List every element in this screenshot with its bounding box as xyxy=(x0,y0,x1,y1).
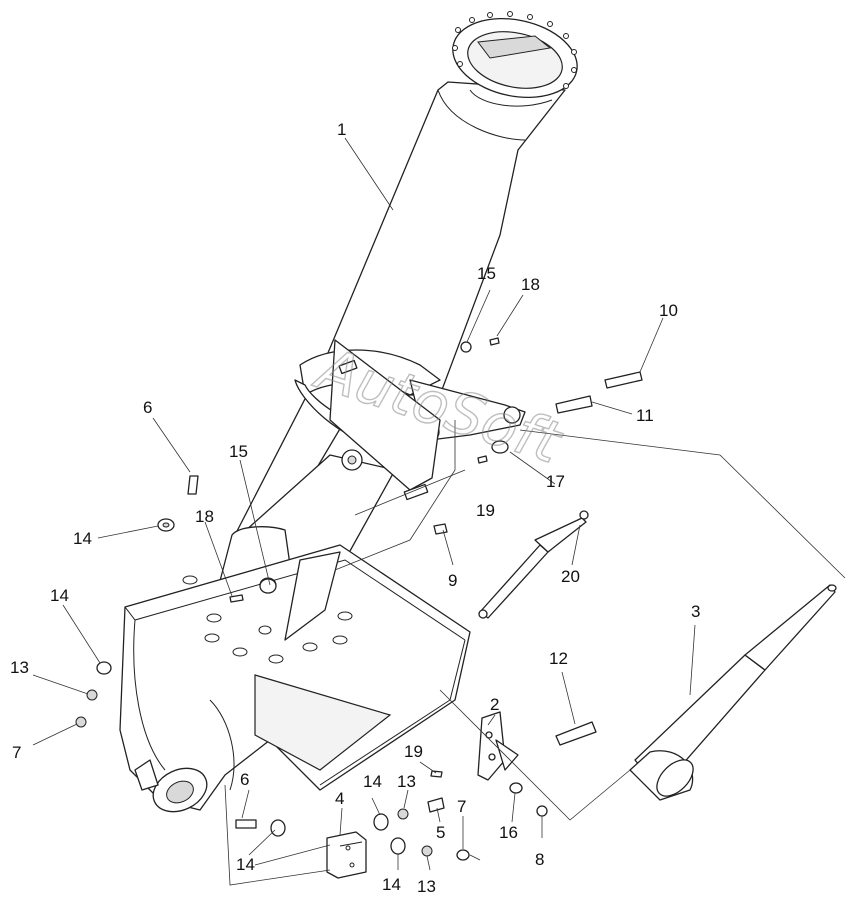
callout-18: 18 xyxy=(521,275,540,294)
callout-13: 13 xyxy=(397,772,416,791)
flange-holes xyxy=(452,11,577,89)
callout-7: 7 xyxy=(12,743,21,762)
hinge-bracket xyxy=(477,711,519,781)
auger-housing xyxy=(119,544,471,813)
discharge-tube xyxy=(214,11,578,601)
gas-spring xyxy=(478,510,589,619)
callout-3: 3 xyxy=(691,602,700,621)
callout-11: 11 xyxy=(636,406,654,425)
callout-1: 1 xyxy=(337,120,346,139)
callout-9: 9 xyxy=(448,571,457,590)
callout-14: 14 xyxy=(73,529,92,548)
callout-13: 13 xyxy=(417,877,436,896)
callout-5: 5 xyxy=(436,823,445,842)
callout-14: 14 xyxy=(236,855,255,874)
callout-14: 14 xyxy=(382,875,401,894)
callout-15: 15 xyxy=(229,442,248,461)
callout-4: 4 xyxy=(335,789,344,808)
callout-15: 15 xyxy=(477,264,496,283)
pivot-bracket xyxy=(329,339,526,501)
callout-10: 10 xyxy=(659,301,678,320)
callout-labels: 1 15 18 10 11 6 15 17 19 18 14 9 20 14 3… xyxy=(10,120,700,896)
callout-16: 16 xyxy=(499,823,518,842)
callout-6: 6 xyxy=(240,770,249,789)
callout-20: 20 xyxy=(561,567,580,586)
callout-19: 19 xyxy=(404,742,423,761)
callout-17: 17 xyxy=(546,472,565,491)
callout-18: 18 xyxy=(195,507,214,526)
callout-14: 14 xyxy=(50,586,69,605)
callout-13: 13 xyxy=(10,658,29,677)
mounting-plate xyxy=(326,831,367,879)
linear-actuator xyxy=(629,584,837,801)
leader-lines xyxy=(32,137,846,886)
callout-8: 8 xyxy=(535,850,544,869)
callout-6: 6 xyxy=(143,398,152,417)
callout-12: 12 xyxy=(549,649,568,668)
callout-14: 14 xyxy=(363,772,382,791)
callout-2: 2 xyxy=(490,695,499,714)
callout-19: 19 xyxy=(476,501,495,520)
callout-7: 7 xyxy=(457,797,466,816)
